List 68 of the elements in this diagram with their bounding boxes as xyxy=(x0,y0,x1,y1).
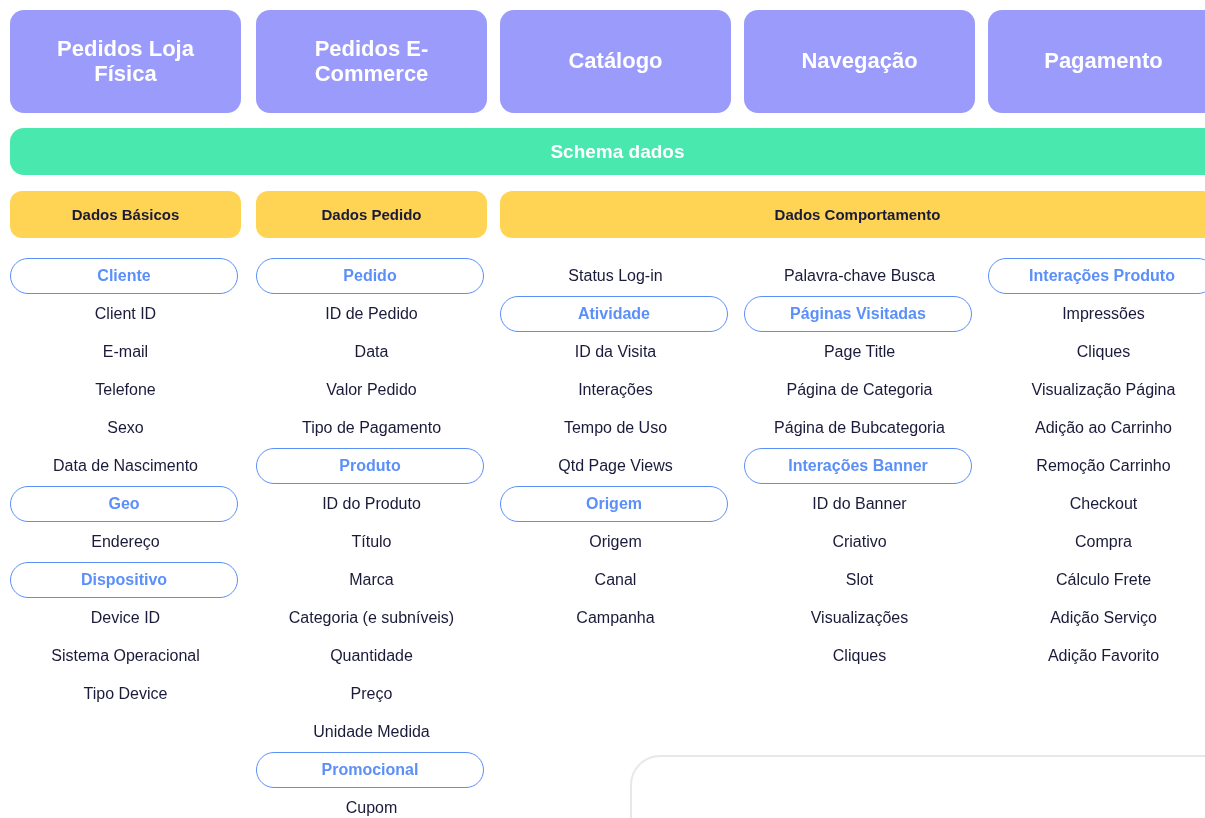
category-card: Pagamento xyxy=(988,10,1205,113)
field-label: Tempo de Uso xyxy=(562,418,669,438)
section-header: Dados Básicos xyxy=(10,191,241,238)
field-label: Checkout xyxy=(1068,494,1139,514)
field-label: Status Log-in xyxy=(567,266,664,286)
field-label: Sistema Operacional xyxy=(50,646,201,666)
field-label: Compra xyxy=(1074,532,1133,552)
field-label: ID da Visita xyxy=(573,342,658,362)
group-pill: Dispositivo xyxy=(10,562,238,598)
field-label: E-mail xyxy=(101,342,150,362)
group-pill: Páginas Visitadas xyxy=(744,296,972,332)
field-label: Tipo Device xyxy=(82,684,169,704)
field-label: Adição ao Carrinho xyxy=(1034,418,1173,438)
field-label: Qtd Page Views xyxy=(557,456,674,476)
category-card: Pedidos E-Commerce xyxy=(256,10,487,113)
group-pill: Atividade xyxy=(500,296,728,332)
section-header: Dados Pedido xyxy=(256,191,487,238)
field-label: Interações xyxy=(577,380,654,400)
field-label: Sexo xyxy=(106,418,145,438)
group-pill: Interações Produto xyxy=(988,258,1205,294)
field-label: Impressões xyxy=(1061,304,1146,324)
group-pill: Produto xyxy=(256,448,484,484)
field-label: ID do Produto xyxy=(321,494,422,514)
field-label: Preço xyxy=(349,684,394,704)
group-pill: Cliente xyxy=(10,258,238,294)
field-label: Tipo de Pagamento xyxy=(300,418,443,438)
category-card: Navegação xyxy=(744,10,975,113)
field-label: Data xyxy=(353,342,390,362)
group-pill: Origem xyxy=(500,486,728,522)
field-label: Remoção Carrinho xyxy=(1035,456,1172,476)
field-label: Adição Serviço xyxy=(1049,608,1158,628)
section-header: Dados Comportamento xyxy=(500,191,1205,238)
field-label: Data de Nascimento xyxy=(52,456,199,476)
group-pill: Promocional xyxy=(256,752,484,788)
field-label: Criativo xyxy=(831,532,888,552)
category-card: Pedidos Loja Física xyxy=(10,10,241,113)
field-label: Slot xyxy=(844,570,875,590)
field-label: Quantidade xyxy=(329,646,414,666)
field-label: Cálculo Frete xyxy=(1054,570,1153,590)
field-label: ID do Banner xyxy=(811,494,908,514)
field-label: Cupom xyxy=(344,798,399,818)
group-pill: Geo xyxy=(10,486,238,522)
field-label: Page Title xyxy=(822,342,897,362)
field-label: Visualizações xyxy=(809,608,910,628)
field-label: Categoria (e subníveis) xyxy=(287,608,456,628)
field-label: Device ID xyxy=(89,608,162,628)
field-label: Cliques xyxy=(831,646,888,666)
field-label: Valor Pedido xyxy=(325,380,418,400)
field-label: Título xyxy=(350,532,393,552)
field-label: Campanha xyxy=(575,608,656,628)
field-label: Palavra-chave Busca xyxy=(782,266,937,286)
field-label: Adição Favorito xyxy=(1046,646,1161,666)
field-label: Página de Bubcategoria xyxy=(773,418,946,438)
field-label: Página de Categoria xyxy=(785,380,934,400)
field-label: Visualização Página xyxy=(1030,380,1177,400)
category-card: Catálogo xyxy=(500,10,731,113)
group-pill: Pedido xyxy=(256,258,484,294)
group-pill: Interações Banner xyxy=(744,448,972,484)
field-label: Origem xyxy=(588,532,643,552)
field-label: Telefone xyxy=(94,380,157,400)
field-label: Unidade Medida xyxy=(312,722,431,742)
field-label: Client ID xyxy=(93,304,158,324)
field-label: Endereço xyxy=(90,532,161,552)
schema-bar: Schema dados xyxy=(10,128,1205,175)
field-label: Canal xyxy=(593,570,638,590)
field-label: Cliques xyxy=(1075,342,1132,362)
field-label: ID de Pedido xyxy=(324,304,419,324)
field-label: Marca xyxy=(348,570,395,590)
